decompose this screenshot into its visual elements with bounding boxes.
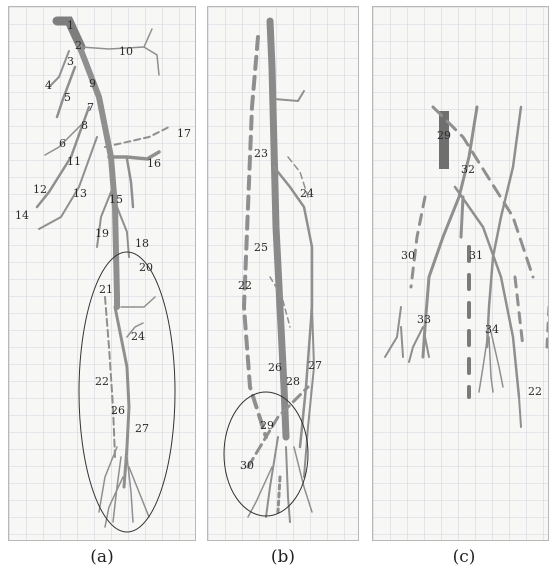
panel-c-caption: (c) (444, 547, 484, 567)
label: 20 (139, 261, 153, 274)
grid-background (9, 7, 196, 541)
label: 19 (95, 227, 109, 240)
label: 23 (254, 147, 268, 160)
panel-b-drawing: 22 23 24 25 26 27 28 29 30 (208, 7, 359, 541)
label: 32 (461, 163, 475, 176)
label: 34 (485, 323, 499, 336)
label: 2 (75, 39, 82, 52)
label: 26 (111, 404, 125, 417)
label: 10 (119, 45, 133, 58)
label: 25 (254, 241, 268, 254)
label: 28 (286, 375, 300, 388)
label: 16 (147, 157, 161, 170)
label: 22 (238, 279, 252, 292)
label: 14 (15, 209, 29, 222)
label: 24 (131, 330, 145, 343)
panel-b: 22 23 24 25 26 27 28 29 30 (207, 6, 359, 541)
panel-c-drawing: 22 29 30 31 32 33 34 (373, 7, 549, 541)
label: 26 (268, 361, 282, 374)
grid-background (373, 7, 549, 541)
grid-background (208, 7, 359, 541)
label: 13 (73, 187, 87, 200)
panel-c: 22 29 30 31 32 33 34 (372, 6, 549, 541)
label: 29 (437, 129, 451, 142)
label: 33 (417, 313, 431, 326)
label: 11 (67, 155, 81, 168)
label: 30 (240, 459, 254, 472)
label: 30 (401, 249, 415, 262)
label: 27 (308, 359, 322, 372)
panel-a-drawing: 1 2 3 4 5 6 7 8 9 10 11 12 13 14 15 16 1… (9, 7, 196, 541)
panel-b-caption: (b) (263, 547, 303, 567)
label: 27 (135, 422, 149, 435)
label: 12 (33, 183, 47, 196)
label: 7 (87, 101, 94, 114)
label: 4 (45, 79, 52, 92)
label: 21 (99, 283, 113, 296)
panel-a: 1 2 3 4 5 6 7 8 9 10 11 12 13 14 15 16 1… (8, 6, 196, 541)
label: 22 (95, 375, 109, 388)
panel-a-caption: (a) (82, 547, 122, 567)
label: 6 (59, 137, 66, 150)
label: 5 (64, 91, 71, 104)
label: 24 (300, 187, 314, 200)
label: 3 (67, 55, 74, 68)
label: 8 (81, 119, 88, 132)
label: 9 (89, 77, 96, 90)
label: 29 (260, 419, 274, 432)
label: 15 (109, 193, 123, 206)
label: 1 (67, 19, 74, 32)
label: 17 (177, 127, 191, 140)
label: 18 (135, 237, 149, 250)
label: 22 (528, 385, 542, 398)
label: 31 (469, 249, 483, 262)
